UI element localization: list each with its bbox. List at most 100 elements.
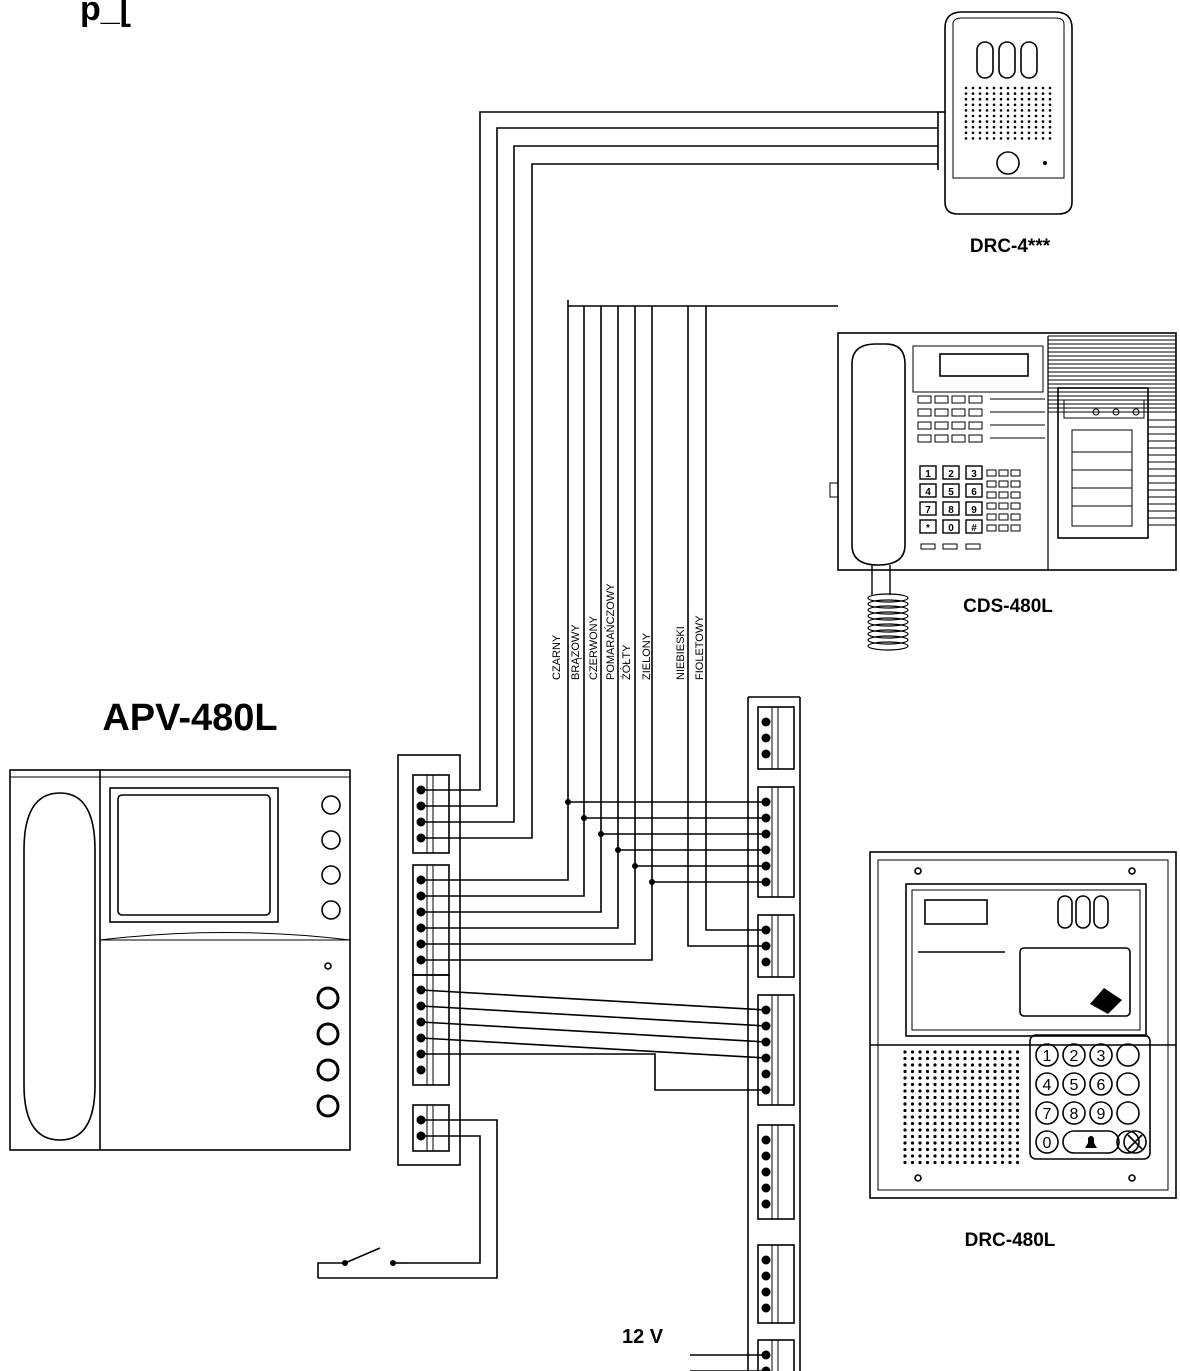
console-key-label: 8: [948, 505, 954, 516]
panel-function-key: [1116, 1130, 1140, 1154]
console-key: [919, 501, 937, 516]
terminal-block-r6: [757, 1244, 795, 1324]
coil-loop: [867, 617, 909, 627]
terminal-block-r7: [757, 1339, 795, 1371]
junction-dot: [632, 863, 638, 869]
wire-label-zielony: ZIELONY: [641, 632, 653, 680]
terminal-block-l2: [412, 864, 450, 976]
terminal-dot: [761, 1167, 771, 1177]
console-key: [942, 483, 960, 498]
console-key: [965, 519, 983, 534]
terminal-dot: [761, 957, 771, 967]
terminal-block-l1: [412, 774, 450, 854]
terminal-block-r5: [757, 1124, 795, 1220]
wire-left: [421, 700, 653, 961]
panel-key: [1035, 1101, 1059, 1125]
panel-key: [1035, 1072, 1059, 1096]
terminal-block-r2: [757, 786, 795, 898]
panel-key-label: 3: [1097, 1048, 1106, 1065]
console-button: [986, 502, 997, 510]
panel-key-label: 1: [1043, 1048, 1052, 1065]
panel-function-key: [1116, 1072, 1140, 1096]
console-key: [942, 465, 960, 480]
bell-key: [1062, 1130, 1120, 1154]
console-button: [934, 395, 949, 404]
terminal-block-r1: [757, 706, 795, 770]
terminal-dot: [761, 1183, 771, 1193]
terminal-dot: [761, 733, 771, 743]
close-icon: [1127, 1134, 1143, 1150]
console-button: [1010, 502, 1021, 510]
console-button: [998, 491, 1009, 499]
power-label: 12 V: [622, 1326, 664, 1348]
console-label: CDS-480L: [963, 596, 1053, 617]
terminal-dot: [761, 1366, 771, 1371]
coil-loop: [867, 623, 909, 633]
panel-key: [1035, 1130, 1059, 1154]
terminal-dot: [761, 1271, 771, 1281]
wire-drc4: [421, 111, 938, 791]
console-key-label: 3: [971, 469, 977, 480]
wire-drc4: [421, 145, 938, 823]
console-button: [1010, 513, 1021, 521]
console-button: [998, 480, 1009, 488]
panel-function-key: [1116, 1101, 1140, 1125]
wire-l3-r4: [420, 1037, 767, 1059]
wire-switch: [408, 1135, 481, 1264]
console-button: [951, 395, 966, 404]
wire-l3-r4: [421, 1053, 766, 1091]
wire-label-niebieski: NIEBIESKI: [675, 626, 687, 680]
console-button: [1010, 491, 1021, 499]
panel-key: [1089, 1101, 1113, 1125]
console-button: [934, 421, 949, 430]
terminal-dot: [761, 1151, 771, 1161]
coil-loop: [867, 605, 909, 615]
panel-key-label: 9: [1097, 1106, 1106, 1123]
door-camera-label: DRC-4***: [970, 236, 1051, 257]
panel-function-key: [1116, 1043, 1140, 1067]
terminal-dot: [416, 1065, 426, 1075]
console-button: [1010, 469, 1021, 477]
console-button: [968, 421, 983, 430]
terminal-block-l4: [412, 1104, 450, 1152]
console-key: [965, 465, 983, 480]
console-button: [934, 434, 949, 443]
wire-fioletowy: [705, 700, 766, 931]
terminal-dot: [761, 1069, 771, 1079]
terminal-dot: [761, 1287, 771, 1297]
panel-key-label: 7: [1043, 1106, 1052, 1123]
door-panel-label: DRC-480L: [965, 1230, 1056, 1251]
wire-drc4: [421, 163, 938, 839]
junction-dot: [649, 879, 655, 885]
console-key-label: 0: [948, 523, 954, 534]
wire-niebieski: [687, 700, 766, 947]
coil-loop: [867, 611, 909, 621]
console-key-label: 5: [948, 487, 954, 498]
console-button: [934, 408, 949, 417]
panel-key: [1062, 1072, 1086, 1096]
console-key: [942, 519, 960, 534]
terminal-strip-right: [747, 696, 801, 1371]
wire-left: [421, 700, 636, 945]
terminal-block-r4: [757, 994, 795, 1106]
header-fragment: p_[: [80, 0, 131, 28]
panel-key: [1035, 1043, 1059, 1067]
panel-key-label: 8: [1070, 1106, 1079, 1123]
console-button: [917, 434, 932, 443]
terminal-dot: [761, 1199, 771, 1209]
console-button: [986, 469, 997, 477]
junction-dot: [565, 799, 571, 805]
wire-label-fioletowy: FIOLETOWY: [694, 615, 706, 680]
wire-left: [421, 700, 585, 897]
panel-key-label: 4: [1043, 1077, 1052, 1094]
console-key-label: 6: [971, 487, 977, 498]
wire-l3-r4: [420, 1021, 767, 1043]
console-button: [968, 434, 983, 443]
coil-loop: [867, 629, 909, 639]
console-button: [968, 408, 983, 417]
console-button: [968, 395, 983, 404]
wire-l3-r4: [420, 1005, 767, 1027]
